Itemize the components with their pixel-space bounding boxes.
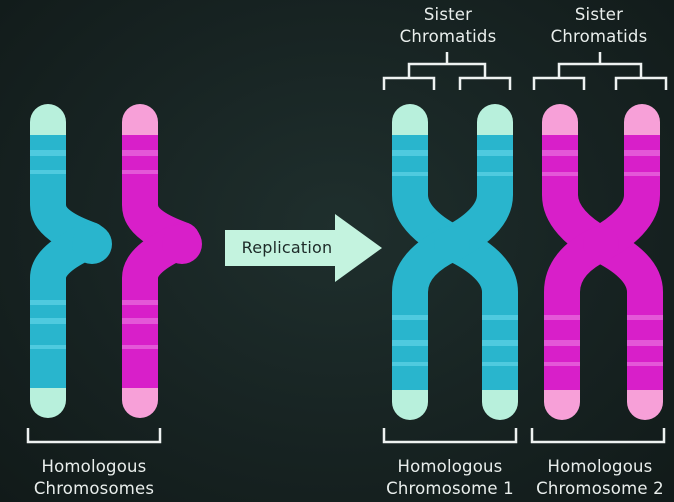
homologous-line1: Homologous: [41, 457, 147, 476]
homologous-line2: Chromosomes: [33, 479, 155, 498]
unreplicated-cyan-chromosome: [30, 104, 112, 418]
homologous-chromosome-2-label: Homologous Chromosome 2: [526, 456, 674, 500]
replicated-cyan-chromosome: [392, 104, 518, 420]
unreplicated-magenta-chromosome: [122, 104, 202, 418]
sister-right-line2: Chromatids: [550, 27, 648, 46]
homologous-chromosomes-bracket: [26, 428, 162, 444]
homologous-chromosome-1-label: Homologous Chromosome 1: [374, 456, 526, 500]
sister-chromatids-label-right: Sister Chromatids: [524, 4, 674, 48]
chrom2-line2: Chromosome 2: [536, 479, 664, 498]
sister-chromatids-bracket-left: [382, 52, 512, 90]
chrom2-line1: Homologous: [547, 457, 653, 476]
sister-chromatids-bracket-right: [532, 52, 668, 90]
chrom1-line1: Homologous: [397, 457, 503, 476]
sister-chromatids-label-left: Sister Chromatids: [378, 4, 518, 48]
homologous-chromosome-2-bracket: [530, 428, 666, 444]
homologous-chromosomes-label: Homologous Chromosomes: [14, 456, 174, 500]
replicated-magenta-chromosome: [542, 104, 663, 420]
replication-arrow: [225, 214, 382, 282]
chrom1-line2: Chromosome 1: [386, 479, 514, 498]
sister-left-line2: Chromatids: [399, 27, 497, 46]
replication-arrow-label: Replication: [241, 238, 333, 257]
sister-right-line1: Sister: [574, 5, 624, 24]
sister-left-line1: Sister: [423, 5, 473, 24]
homologous-chromosome-1-bracket: [382, 428, 518, 444]
